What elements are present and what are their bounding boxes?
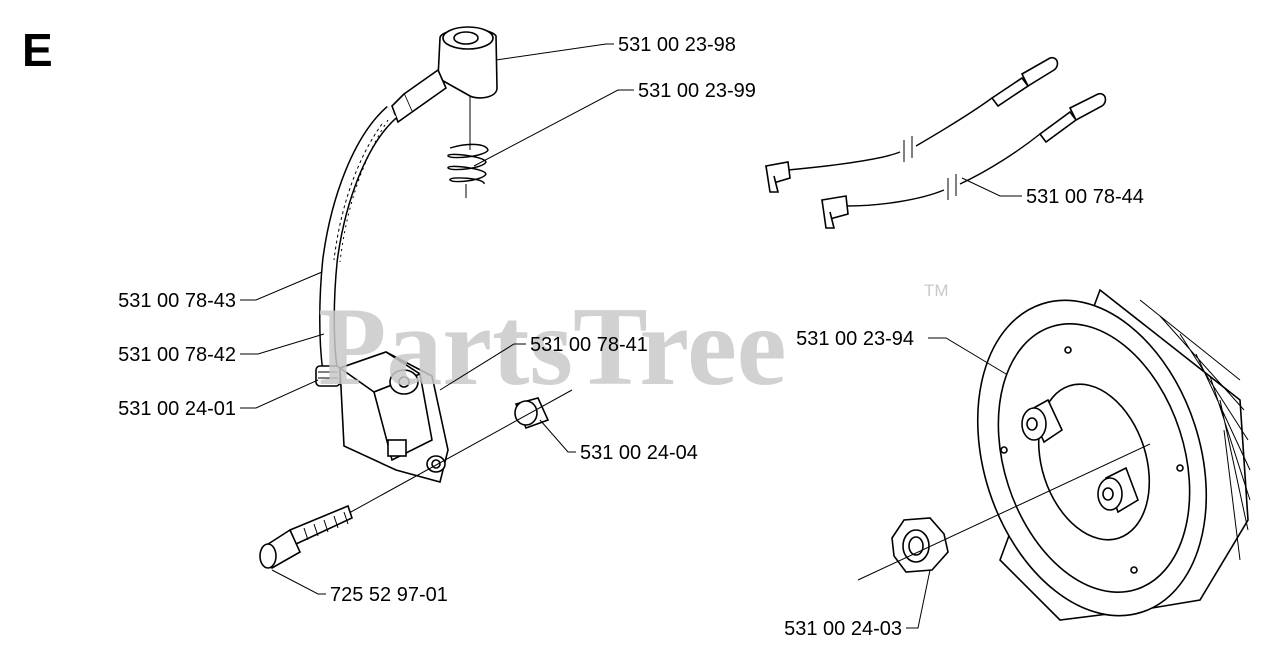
part-label-screw: 725 52 97-01 [330, 584, 448, 606]
part-label-cable-clip: 531 00 24-01 [118, 398, 236, 420]
part-label-flywheel: 531 00 23-94 [796, 328, 914, 350]
watermark-text: PartsTree [318, 285, 787, 409]
part-label-spacer: 531 00 24-04 [580, 442, 698, 464]
flywheel-axis-line [857, 443, 1151, 581]
nut-drawing [891, 517, 949, 573]
part-label-spring: 531 00 23-99 [638, 80, 756, 102]
section-letter: E [22, 24, 53, 76]
watermark-trademark: TM [924, 281, 949, 300]
part-label-ignition-leads: 531 00 78-44 [1026, 186, 1144, 208]
spring-drawing [447, 143, 489, 198]
flywheel-drawing [976, 288, 1251, 621]
part-label-spark-plug-cap: 531 00 23-98 [618, 34, 736, 56]
part-label-hose: 531 00 78-43 [118, 290, 236, 312]
screw-drawing [259, 504, 353, 570]
module-axis-line [339, 389, 573, 519]
ignition-leads-drawing [765, 56, 1107, 229]
ignition-cable-drawing [319, 105, 398, 372]
leader-lines [240, 43, 1022, 629]
ignition-module-drawing [338, 351, 449, 483]
part-label-nut: 531 00 24-03 [784, 618, 902, 640]
part-label-ignition-cable: 531 00 78-42 [118, 344, 236, 366]
part-label-ignition-module: 531 00 78-41 [530, 334, 648, 356]
spark-plug-cap-drawing [391, 26, 498, 150]
